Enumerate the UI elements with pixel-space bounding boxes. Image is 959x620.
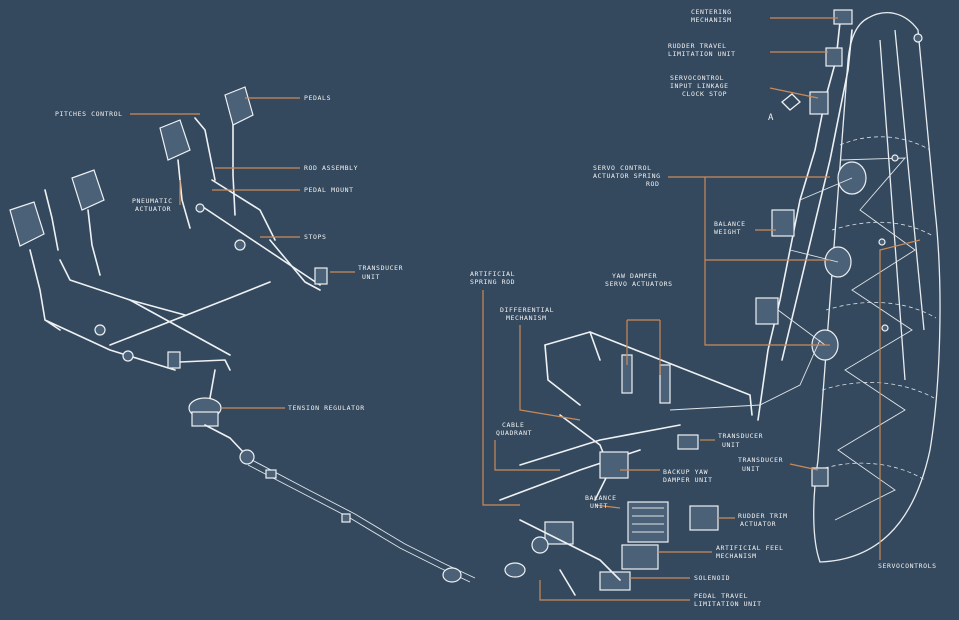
label-yaw-damper-2: SERVO ACTUATORS bbox=[605, 280, 673, 288]
label-artificial-feel-2: MECHANISM bbox=[716, 552, 757, 560]
label-transducer-left: TRANSDUCER bbox=[358, 264, 403, 272]
label-artificial-spring: ARTIFICIAL bbox=[470, 270, 515, 278]
label-transducer-right: TRANSDUCER bbox=[738, 456, 783, 464]
label-stops: STOPS bbox=[304, 233, 327, 241]
label-servo-input-2: INPUT LINKAGE bbox=[670, 82, 729, 90]
label-pitches-control: PITCHES CONTROL bbox=[55, 110, 123, 118]
label-rudder-trim: RUDDER TRIM bbox=[738, 512, 788, 520]
label-rudder-travel-2: LIMITATION UNIT bbox=[668, 50, 736, 58]
label-backup-yaw-2: DAMPER UNIT bbox=[663, 476, 713, 484]
label-artificial-feel: ARTIFICIAL FEEL bbox=[716, 544, 784, 552]
label-pedal-mount: PEDAL MOUNT bbox=[304, 186, 354, 194]
label-transducer-right-2: UNIT bbox=[742, 465, 760, 473]
label-servo-control-2: ACTUATOR SPRING bbox=[593, 172, 661, 180]
label-rudder-trim-2: ACTUATOR bbox=[740, 520, 776, 528]
labels: CENTERING MECHANISM RUDDER TRAVEL LIMITA… bbox=[55, 8, 937, 608]
label-pedals: PEDALS bbox=[304, 94, 331, 102]
label-artificial-spring-2: SPRING ROD bbox=[470, 278, 515, 286]
rudder-surface bbox=[813, 12, 941, 563]
servo-actuator-column bbox=[755, 9, 867, 487]
label-rudder-travel: RUDDER TRAVEL bbox=[668, 42, 727, 50]
label-differential-2: MECHANISM bbox=[506, 314, 547, 322]
label-centering: CENTERING bbox=[691, 8, 732, 16]
label-servocontrols: SERVOCONTROLS bbox=[878, 562, 937, 570]
label-transducer-left-2: UNIT bbox=[362, 273, 380, 281]
pedal-assembly-front bbox=[9, 169, 271, 371]
view-arrow-a: A bbox=[768, 93, 801, 123]
label-yaw-damper: YAW DAMPER bbox=[612, 272, 657, 280]
label-balance-weight: BALANCE bbox=[714, 220, 746, 228]
label-pedal-travel: PEDAL TRAVEL bbox=[694, 592, 748, 600]
label-servo-control-3: ROD bbox=[646, 180, 660, 188]
label-tension-regulator: TENSION REGULATOR bbox=[288, 404, 365, 412]
label-transducer-mid: TRANSDUCER bbox=[718, 432, 763, 440]
view-marker-label: A bbox=[768, 113, 774, 123]
label-servo-input: SERVOCONTROL bbox=[670, 74, 724, 82]
cable-run bbox=[188, 369, 526, 583]
label-backup-yaw: BACKUP YAW bbox=[663, 468, 708, 476]
label-balance-unit-2: UNIT bbox=[590, 502, 608, 510]
label-balance-weight-2: WEIGHT bbox=[714, 228, 741, 236]
pedal-assembly-rear bbox=[159, 86, 328, 291]
label-servo-control: SERVO CONTROL bbox=[593, 164, 652, 172]
label-balance-unit: BALANCE bbox=[585, 494, 617, 502]
label-rod-assembly: ROD ASSEMBLY bbox=[304, 164, 358, 172]
label-centering-2: MECHANISM bbox=[691, 16, 732, 24]
label-servo-input-3: CLOCK STOP bbox=[682, 90, 727, 98]
label-cable-quadrant-2: QUADRANT bbox=[496, 429, 532, 437]
label-pneumatic: PNEUMATIC bbox=[132, 197, 173, 205]
label-solenoid: SOLENOID bbox=[694, 574, 730, 582]
label-transducer-mid-2: UNIT bbox=[722, 441, 740, 449]
label-cable-quadrant: CABLE bbox=[502, 421, 525, 429]
label-differential: DIFFERENTIAL bbox=[500, 306, 554, 314]
leader-lines bbox=[130, 17, 921, 601]
label-pedal-travel-2: LIMITATION UNIT bbox=[694, 600, 762, 608]
label-pneumatic-2: ACTUATOR bbox=[135, 205, 171, 213]
